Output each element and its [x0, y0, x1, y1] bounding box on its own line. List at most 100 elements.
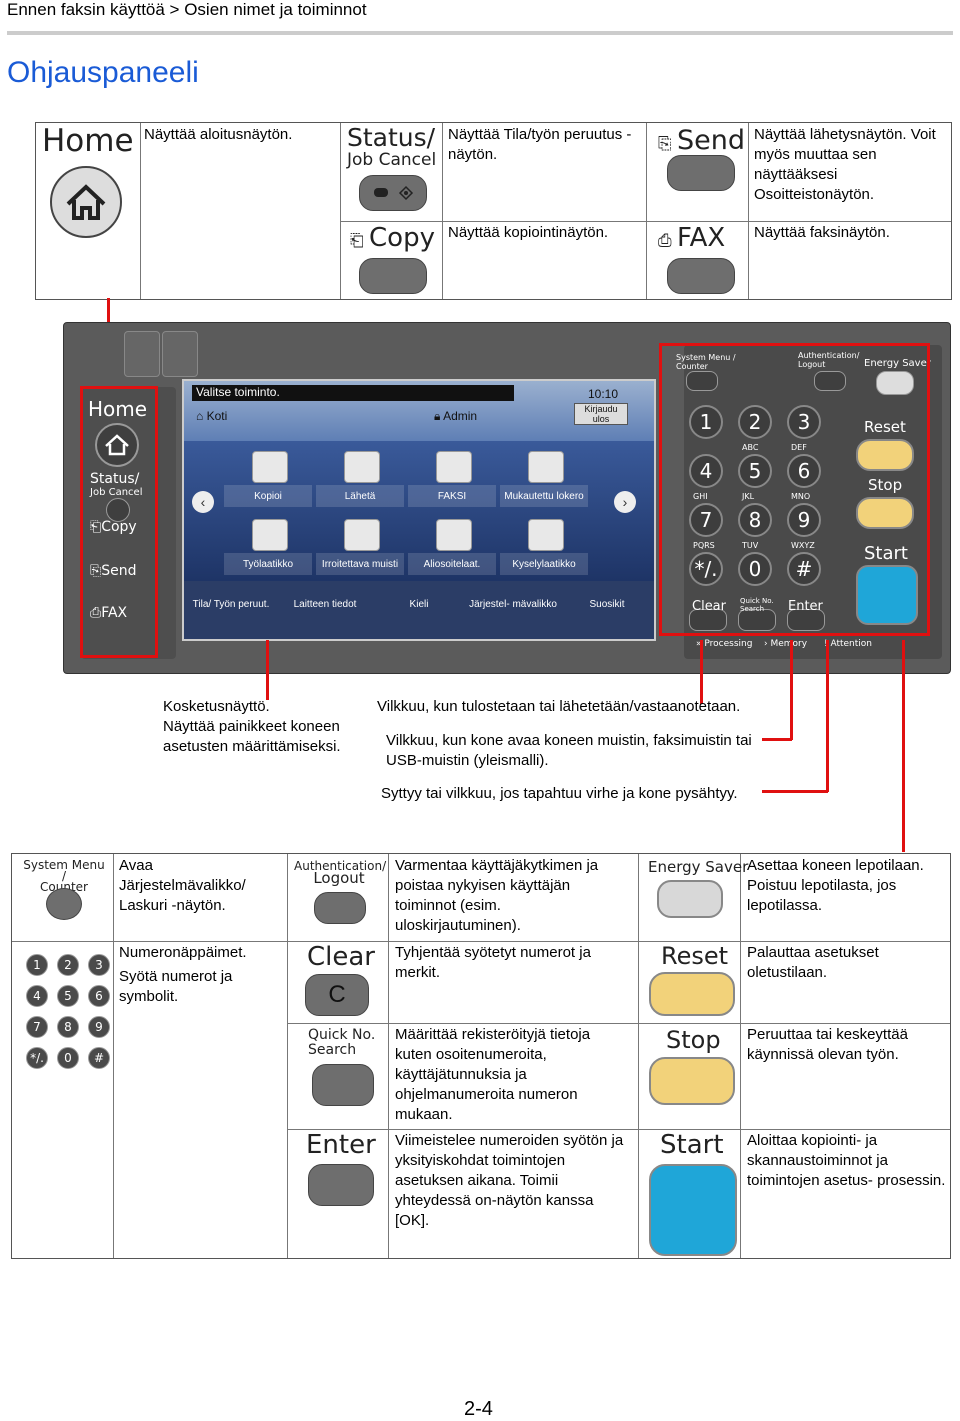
side-status-button[interactable]	[106, 498, 130, 522]
panel-clear-button[interactable]	[689, 609, 727, 631]
side-copy-label[interactable]: ⎗Copy	[90, 519, 137, 535]
side-fax-label[interactable]: ⎙FAX	[90, 605, 128, 621]
page-title: Ohjauspaneeli	[7, 56, 199, 89]
screen-app-icon	[252, 451, 288, 483]
screen-app-button[interactable]: Aliosoitelaat.	[408, 553, 496, 575]
sysmenu-button[interactable]	[46, 888, 82, 920]
panel-start-button[interactable]	[856, 565, 918, 625]
connector-line	[762, 738, 792, 741]
panel-quickno-button[interactable]	[738, 609, 776, 631]
status-key-desc: Näyttää Tila/työn peruutus -näytön.	[448, 126, 632, 163]
screen-app-icon	[436, 451, 472, 483]
panel-stop-button[interactable]	[856, 497, 914, 529]
enter-button[interactable]	[308, 1164, 374, 1206]
screen-app-button[interactable]: FAKSI	[408, 485, 496, 507]
auth-logout-button[interactable]	[314, 892, 366, 924]
key-letters: PQRS	[693, 541, 715, 550]
stop-button[interactable]	[649, 1057, 735, 1105]
auth-key-label: Authentication/Logout	[294, 859, 387, 887]
key-letters: WXYZ	[791, 541, 815, 550]
panel-start-label: Start	[864, 543, 908, 564]
panel-enter-button[interactable]	[787, 609, 825, 631]
panel-energy-label: Energy Saver	[864, 358, 931, 369]
panel-reset-button[interactable]	[856, 439, 914, 471]
screen-prev-arrow[interactable]: ‹	[192, 491, 214, 513]
screen-app-button[interactable]: Työlaatikko	[224, 553, 312, 575]
enter-desc: Viimeistelee numeroiden syötön ja yksity…	[395, 1132, 624, 1229]
panel-stop-label: Stop	[868, 476, 903, 494]
auth-desc: Varmentaa käyttäjäkytkimen ja poistaa ny…	[395, 857, 599, 934]
reset-button[interactable]	[649, 972, 735, 1016]
copy-button[interactable]	[359, 258, 427, 294]
screen-app-icon	[528, 519, 564, 551]
copy-icon: ⎗	[90, 519, 102, 535]
screen-app-button[interactable]: Mukautettu lokero	[500, 485, 588, 507]
fax-key-label: ⎙ FAX	[658, 223, 726, 253]
home-key-button[interactable]	[50, 166, 122, 238]
numpad-key[interactable]: 5	[738, 454, 772, 488]
energy-saver-button[interactable]	[657, 880, 723, 918]
side-send-label[interactable]: ⎘Send	[90, 563, 137, 579]
clear-button[interactable]: C	[305, 974, 369, 1016]
bottom-key-table: System Menu /Counter Avaa Järjestelmäval…	[11, 853, 951, 1259]
clear-key-label: Clear	[307, 942, 375, 972]
numpad-key[interactable]: 7	[689, 503, 723, 537]
screen-app-button[interactable]: Irroitettava muisti	[316, 553, 404, 575]
fax-icon: ⎙	[90, 605, 102, 621]
panel-enter-label: Enter	[788, 599, 823, 614]
screen-home-button[interactable]: ⌂ Koti	[196, 409, 228, 423]
screen-app-icon	[344, 519, 380, 551]
numpad-key[interactable]: 3	[787, 405, 821, 439]
send-button[interactable]	[667, 155, 735, 191]
status-job-cancel-button[interactable]	[359, 175, 427, 211]
sysmenu-key-label: System Menu /Counter	[23, 858, 105, 894]
screen-app-button[interactable]: Kopioi	[224, 485, 312, 507]
side-home-button[interactable]	[95, 423, 139, 467]
panel-auth-button[interactable]	[814, 371, 846, 391]
page-number: 2-4	[464, 1398, 493, 1420]
screen-bottom-button[interactable]: Kieli	[409, 599, 429, 610]
fax-button[interactable]	[667, 258, 735, 294]
screen-bottom-button[interactable]: Suosikit	[589, 599, 625, 610]
numpad-key[interactable]: 6	[787, 454, 821, 488]
top-key-table: Home Näyttää aloitusnäytön. Status/ Job …	[35, 122, 952, 300]
numpad-key[interactable]: 2	[738, 405, 772, 439]
numpad-key: 7	[26, 1016, 48, 1038]
panel-energy-button[interactable]	[876, 371, 914, 395]
start-key-label: Start	[660, 1130, 724, 1160]
numpad-key[interactable]: 0	[738, 552, 772, 586]
home-icon	[105, 434, 129, 456]
start-button[interactable]	[649, 1164, 737, 1256]
key-letters: TUV	[742, 541, 759, 550]
numpad-key[interactable]: 9	[787, 503, 821, 537]
panel-sysmenu-button[interactable]	[686, 371, 718, 391]
fax-icon: ⎙	[658, 231, 678, 251]
screen-app-button[interactable]: Lähetä	[316, 485, 404, 507]
numpad-key[interactable]: 4	[689, 454, 723, 488]
screen-bottom-button[interactable]: Laitteen tiedot	[293, 599, 357, 610]
screen-bottom-button[interactable]: Tila/ Työn peruut.	[192, 599, 270, 610]
header-divider	[7, 31, 953, 35]
screen-app-button[interactable]: Kyselylaatikko	[500, 553, 588, 575]
quickno-key-label: Quick No.Search	[308, 1027, 376, 1058]
numpad-key: 2	[57, 954, 79, 976]
screen-user: 🔒︎ Admin	[434, 409, 478, 423]
touch-screen[interactable]: Valitse toiminto. ⌂ Koti 🔒︎ Admin 10:10 …	[182, 379, 656, 641]
numpad-key: 8	[57, 1016, 79, 1038]
sysmenu-desc: Avaa Järjestelmävalikko/ Laskuri -näytön…	[119, 857, 246, 914]
screen-next-arrow[interactable]: ›	[614, 491, 636, 513]
status-dot-icon	[374, 185, 414, 201]
numpad-key[interactable]: #	[787, 552, 821, 586]
connector-line	[266, 640, 269, 700]
callout-processing: Vilkkuu, kun tulostetaan tai lähetetään/…	[377, 698, 741, 715]
numpad-key[interactable]: */.	[689, 552, 723, 586]
quickno-search-button[interactable]	[312, 1064, 374, 1106]
panel-clear-label: Clear	[692, 599, 726, 614]
fax-key-desc: Näyttää faksinäytön.	[754, 224, 890, 241]
reset-key-label: Reset	[661, 942, 729, 970]
screen-bottom-button[interactable]: Järjestel- mävalikko	[469, 599, 557, 610]
numpad-key[interactable]: 1	[689, 405, 723, 439]
numpad-key[interactable]: 8	[738, 503, 772, 537]
